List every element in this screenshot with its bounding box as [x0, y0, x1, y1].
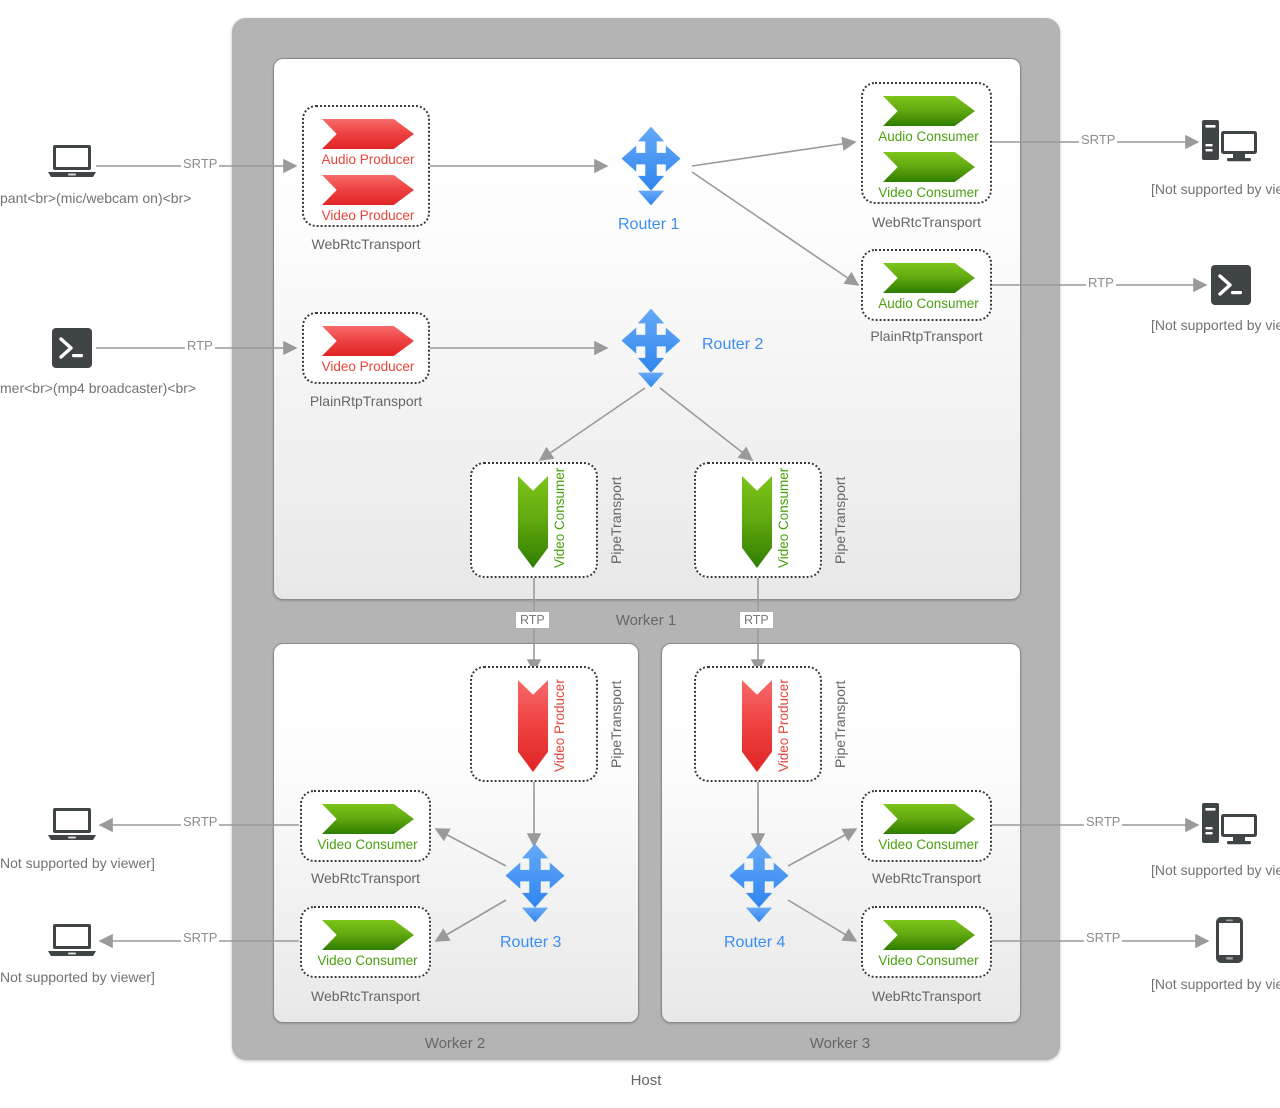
video-producer-label: Video Producer — [552, 679, 567, 772]
webrtc-transport-w3-top-label: WebRtcTransport — [872, 870, 981, 886]
webrtc-transport-producers[interactable]: Audio Producer Video Producer — [302, 105, 430, 227]
video-consumer-label: Video Consumer — [317, 953, 418, 968]
video-producer-icon — [518, 680, 548, 772]
video-consumer-icon — [742, 476, 772, 568]
router-4-icon[interactable] — [718, 842, 800, 924]
audio-consumer-label: Audio Consumer — [878, 296, 979, 311]
webrtc-transport-w3-bottom-label: WebRtcTransport — [872, 988, 981, 1004]
mobile-icon[interactable] — [1216, 917, 1243, 968]
viewer-endpoint-label-right-3: [Not supported by vie — [1151, 862, 1280, 878]
laptop-icon[interactable] — [48, 806, 96, 847]
audio-consumer-icon — [883, 96, 975, 126]
video-consumer-label: Video Consumer — [878, 953, 979, 968]
video-consumer-label: Video Consumer — [776, 467, 791, 568]
worker-1-label: Worker 1 — [615, 612, 677, 629]
router-3-label: Router 3 — [500, 934, 562, 951]
video-producer-icon — [322, 175, 414, 205]
webrtc-transport-w2-top[interactable]: Video Consumer — [300, 790, 431, 862]
terminal-icon[interactable] — [52, 328, 92, 373]
webrtc-transport-consumers[interactable]: Audio Consumer Video Consumer — [861, 82, 992, 204]
video-consumer-icon — [322, 804, 414, 834]
video-producer-label: Video Producer — [321, 359, 415, 374]
video-consumer-icon — [883, 152, 975, 182]
rtp-label-right: RTP — [739, 611, 774, 629]
video-consumer-icon — [518, 476, 548, 568]
video-producer-label: Video Producer — [321, 208, 415, 223]
video-consumer-label: Video Consumer — [317, 837, 418, 852]
pipe-transport-producer-w3[interactable]: Video Producer — [694, 666, 822, 782]
router-4-label: Router 4 — [724, 934, 786, 951]
laptop-icon[interactable] — [48, 143, 96, 184]
rtp-label-left: RTP — [515, 611, 550, 629]
webrtc-transport-w2-bottom[interactable]: Video Consumer — [300, 906, 431, 978]
plainrtp-transport-consumer[interactable]: Audio Consumer — [861, 249, 992, 321]
video-consumer-icon — [883, 920, 975, 950]
broadcaster-endpoint-label: mer<br>(mp4 broadcaster)<br> — [0, 380, 197, 396]
webrtc-transport-producers-label: WebRtcTransport — [311, 236, 421, 252]
router-2-label: Router 2 — [702, 336, 764, 353]
rtp-label-out-right-1: RTP — [1086, 275, 1116, 290]
router-1-label: Router 1 — [618, 216, 680, 233]
laptop-icon[interactable] — [48, 922, 96, 963]
video-producer-label: Video Producer — [776, 679, 791, 772]
router-2-icon[interactable] — [610, 307, 692, 389]
audio-producer-label: Audio Producer — [321, 152, 415, 167]
srtp-label-out-right-1: SRTP — [1079, 132, 1118, 147]
srtp-label-in-1: SRTP — [181, 156, 220, 171]
viewer-endpoint-label-right-4: [Not supported by vie — [1151, 976, 1280, 992]
video-consumer-label: Video Consumer — [552, 467, 567, 568]
router-1-icon[interactable] — [610, 125, 692, 207]
desktop-icon[interactable] — [1202, 803, 1258, 852]
plainrtp-transport-producer[interactable]: Video Producer — [302, 312, 430, 384]
webrtc-transport-consumers-label: WebRtcTransport — [872, 214, 981, 230]
srtp-label-out-left-1: SRTP — [181, 814, 220, 829]
video-consumer-icon — [322, 920, 414, 950]
audio-consumer-icon — [883, 263, 975, 293]
viewer-endpoint-label-right-1: [Not supported by vie — [1151, 181, 1280, 197]
pipe-transport-consumer-left[interactable]: Video Consumer — [470, 462, 598, 578]
audio-producer-icon — [322, 119, 414, 149]
rtp-label-in-1: RTP — [185, 338, 215, 353]
audio-consumer-label: Audio Consumer — [878, 129, 979, 144]
video-consumer-icon — [883, 804, 975, 834]
pipe-transport-label-w3: PipeTransport — [832, 680, 848, 768]
video-consumer-label: Video Consumer — [878, 185, 979, 200]
pipe-transport-label-w2: PipeTransport — [608, 680, 624, 768]
pipe-transport-producer-w2[interactable]: Video Producer — [470, 666, 598, 782]
desktop-icon[interactable] — [1202, 120, 1258, 169]
pipe-transport-label-left: PipeTransport — [608, 476, 624, 564]
host-label: Host — [630, 1072, 662, 1089]
worker-2-label: Worker 2 — [424, 1035, 486, 1052]
video-producer-icon — [322, 326, 414, 356]
srtp-label-out-left-2: SRTP — [181, 930, 220, 945]
srtp-label-out-right-2: SRTP — [1084, 814, 1123, 829]
webrtc-transport-w3-top[interactable]: Video Consumer — [861, 790, 992, 862]
viewer-endpoint-label-left-1: Not supported by viewer] — [0, 855, 155, 871]
viewer-endpoint-label-left-2: Not supported by viewer] — [0, 969, 155, 985]
srtp-label-out-right-3: SRTP — [1084, 930, 1123, 945]
router-3-icon[interactable] — [494, 842, 576, 924]
terminal-icon[interactable] — [1211, 265, 1251, 310]
plainrtp-transport-producer-label: PlainRtpTransport — [309, 393, 423, 409]
webrtc-transport-w2-top-label: WebRtcTransport — [311, 870, 420, 886]
video-producer-icon — [742, 680, 772, 772]
viewer-endpoint-label-right-2: [Not supported by vie — [1151, 317, 1280, 333]
webrtc-transport-w3-bottom[interactable]: Video Consumer — [861, 906, 992, 978]
worker-3-label: Worker 3 — [809, 1035, 871, 1052]
webrtc-transport-w2-bottom-label: WebRtcTransport — [311, 988, 420, 1004]
pipe-transport-consumer-right[interactable]: Video Consumer — [694, 462, 822, 578]
participant-endpoint-label: pant<br>(mic/webcam on)<br> — [0, 190, 192, 206]
pipe-transport-label-right: PipeTransport — [832, 476, 848, 564]
plainrtp-transport-consumer-label: PlainRtpTransport — [870, 328, 983, 344]
video-consumer-label: Video Consumer — [878, 837, 979, 852]
